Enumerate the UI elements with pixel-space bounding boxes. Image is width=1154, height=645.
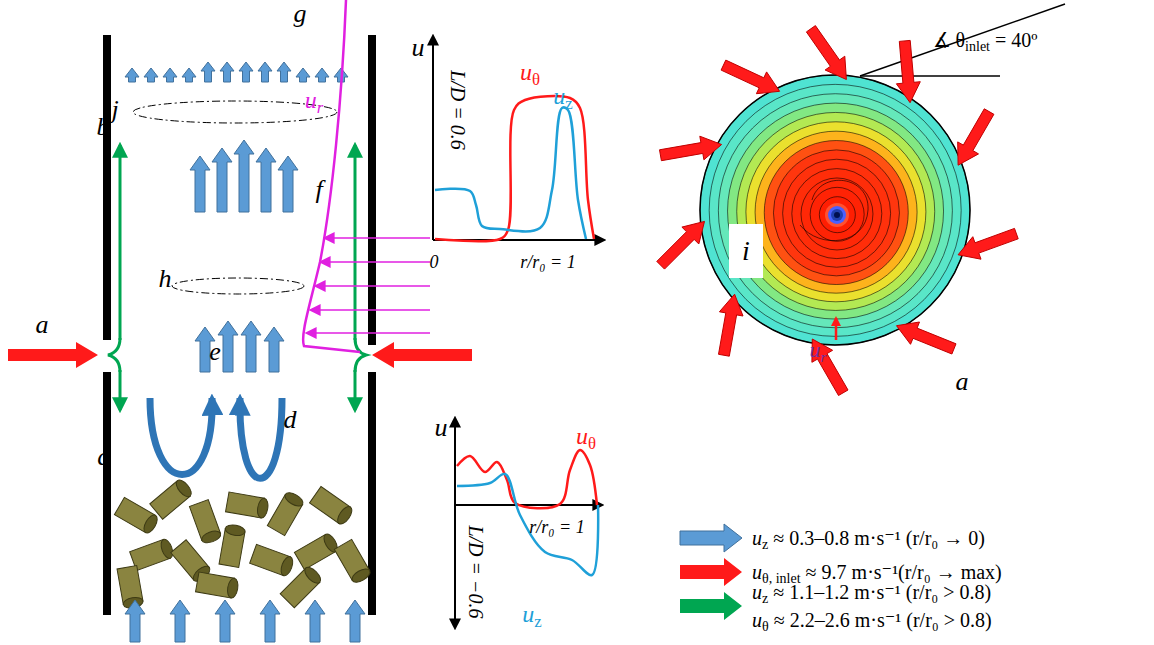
- chart-label: u: [412, 35, 425, 61]
- column-wall: [368, 372, 376, 615]
- chart-label: r/r₀ = 1: [520, 253, 575, 271]
- radial-velocity-arrow: [325, 237, 430, 239]
- core-flow-arrow: [278, 156, 298, 212]
- angle-line: [860, 4, 1065, 76]
- annotation: ur: [810, 339, 827, 361]
- legend-text: uθ, inlet ≈ 9.7 m·s⁻¹(r/r₀ → max): [752, 562, 1002, 582]
- outlet-flow-arrow: [220, 62, 234, 82]
- region-letter: h: [159, 266, 172, 292]
- core-flow-arrow: [241, 321, 261, 372]
- outlet-flow-arrow: [163, 68, 177, 82]
- region-letter: c: [97, 444, 109, 470]
- radial-velocity-arrow: [307, 332, 430, 334]
- annular-flow-arrow: [108, 145, 120, 410]
- outlet-flow-arrow: [144, 68, 158, 82]
- label-box: [729, 224, 763, 278]
- legend-text: uz ≈ 0.3–0.8 m·s⁻¹ (r/r₀ → 0): [752, 528, 985, 548]
- side-inlet-arrow: [8, 342, 98, 368]
- outlet-flow-arrow: [277, 62, 291, 82]
- radial-velocity-arrow: [835, 318, 838, 340]
- inlet-flow-arrow: [125, 600, 145, 642]
- column-wall: [103, 372, 111, 615]
- angle-line: [860, 75, 1000, 77]
- inlet-flow-arrow: [260, 600, 280, 642]
- core-flow-arrow: [264, 327, 284, 372]
- legend-text: uθ ≈ 2.2–2.6 m·s⁻¹ (r/r₀ > 0.8): [752, 610, 992, 630]
- region-letter: i: [742, 237, 750, 265]
- outlet-flow-arrow: [296, 68, 310, 82]
- outlet-flow-arrow: [239, 62, 253, 82]
- legend: [680, 524, 742, 620]
- annular-flow-arrow: [355, 145, 366, 410]
- core-flow-arrow: [190, 156, 210, 212]
- chart-label: uθ: [576, 424, 596, 448]
- legend-swatch: [680, 558, 742, 586]
- tangential-inlet-arrow: [806, 26, 846, 80]
- radial-velocity-arrow: [316, 285, 430, 287]
- tangential-inlet-arrow: [958, 228, 1018, 259]
- inlet-flow-arrow: [215, 600, 235, 642]
- annotation: ur: [305, 88, 324, 112]
- column-wall: [103, 35, 111, 340]
- core-flow-arrow: [234, 140, 254, 212]
- legend-text: uz ≈ 1.1–1.2 m·s⁻¹ (r/r₀ > 0.8): [752, 582, 991, 602]
- region-letter: d: [284, 407, 297, 433]
- legend-swatch: [680, 592, 742, 620]
- tangential-inlet-arrow: [719, 294, 744, 356]
- outlet-flow-arrow: [315, 68, 329, 82]
- chart-label: 0: [430, 253, 439, 271]
- region-letter: g: [294, 1, 307, 27]
- chart-label: uz: [553, 84, 572, 108]
- radial-velocity-profile: [303, 0, 360, 352]
- tangential-inlet-arrow: [958, 109, 994, 165]
- profile-chart-lower: [455, 418, 602, 628]
- cross-section-contour: [657, 4, 1065, 396]
- outlet-flow-arrow: [201, 62, 215, 82]
- radial-velocity-arrow: [311, 309, 430, 311]
- profile-chart-upper: [433, 36, 604, 241]
- region-letter: a: [956, 369, 969, 395]
- tangential-profile: [457, 450, 597, 508]
- radial-velocity-arrow: [321, 261, 430, 263]
- annotation: ∡ θinlet = 40º: [933, 30, 1038, 50]
- column-wall: [368, 35, 376, 345]
- chart-label: uθ: [520, 60, 540, 84]
- region-letter: j: [111, 97, 118, 123]
- reactor-column: [8, 0, 472, 642]
- outlet-flow-arrow: [258, 62, 272, 82]
- side-inlet-arrow: [372, 342, 472, 368]
- tangential-inlet-arrow: [896, 40, 920, 102]
- core-flow-arrow: [212, 148, 232, 212]
- recirculation-arrow: [150, 398, 212, 475]
- legend-swatch: [680, 524, 742, 552]
- region-letter: f: [315, 177, 322, 203]
- chart-label: L/D = −0.6: [466, 525, 486, 618]
- inlet-flow-arrow: [345, 600, 365, 642]
- outlet-flow-arrow: [125, 68, 139, 82]
- tangential-inlet-arrow: [660, 136, 722, 161]
- recirculation-arrow: [240, 398, 282, 478]
- core-flow-arrow: [218, 321, 238, 372]
- tangential-inlet-arrow: [897, 322, 957, 354]
- region-letter: e: [209, 339, 221, 365]
- core-flow-arrow: [256, 148, 276, 212]
- tangential-inlet-arrow: [721, 60, 780, 94]
- inlet-flow-arrow: [170, 600, 190, 642]
- pellet-bed: [114, 478, 372, 610]
- plane-h: [172, 278, 304, 294]
- outlet-flow-arrow: [182, 68, 196, 82]
- region-letter: b: [97, 114, 110, 140]
- inlet-flow-arrow: [305, 600, 325, 642]
- chart-label: r/r₀ = 1: [529, 518, 584, 536]
- region-letter: a: [36, 312, 49, 338]
- chart-label: u: [435, 415, 448, 441]
- tangential-inlet-arrow: [657, 221, 705, 269]
- chart-label: L/D = 0.6: [448, 70, 468, 150]
- chart-label: uz: [522, 602, 541, 626]
